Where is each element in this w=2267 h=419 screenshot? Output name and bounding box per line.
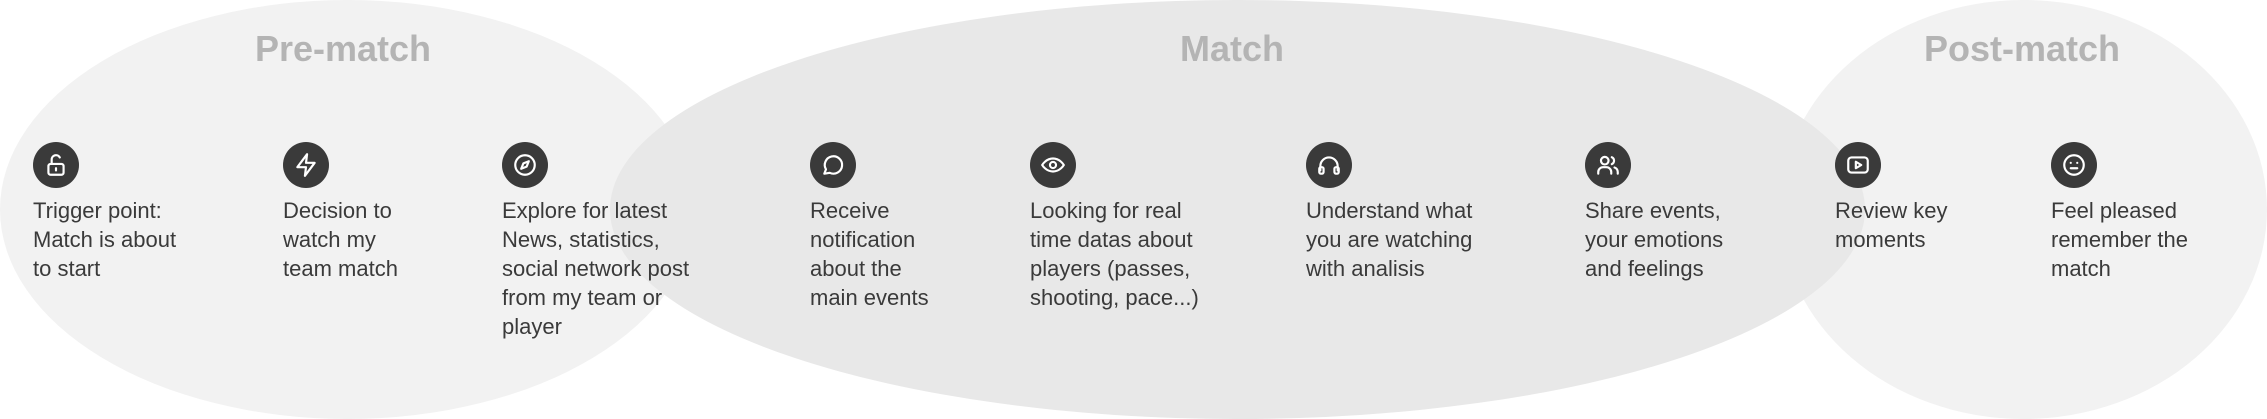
- step-label: Explore for latest News, statistics, soc…: [502, 198, 690, 339]
- chat-bubble-icon: [810, 142, 856, 188]
- pre-match-phase-area: [0, 0, 695, 419]
- journey-step-feel: Feel pleased remember the match: [2051, 142, 2267, 283]
- users-icon: [1585, 142, 1631, 188]
- step-label: Receive notification about the main even…: [810, 198, 929, 310]
- step-label: Understand what you are watching with an…: [1306, 198, 1473, 281]
- compass-icon: [502, 142, 548, 188]
- unlock-icon: [33, 142, 79, 188]
- step-label: Looking for real time datas about player…: [1030, 198, 1199, 310]
- neutral-face-icon: [2051, 142, 2097, 188]
- pre-match-title: Pre-match: [254, 28, 432, 69]
- eye-icon: [1030, 142, 1076, 188]
- journey-step-explore: Explore for latest News, statistics, soc…: [502, 142, 727, 341]
- match-phase-area: [610, 0, 1865, 419]
- step-label: Share events, your emotions and feelings: [1585, 198, 1724, 281]
- post-match-title: Post-match: [1923, 28, 2121, 69]
- match-title: Match: [1179, 28, 1285, 69]
- step-label: Decision to watch my team match: [283, 198, 398, 281]
- journey-step-analysis: Understand what you are watching with an…: [1306, 142, 1531, 283]
- journey-step-share: Share events, your emotions and feelings: [1585, 142, 1810, 283]
- journey-step-notification: Receive notification about the main even…: [810, 142, 1035, 312]
- lightning-icon: [283, 142, 329, 188]
- journey-step-trigger: Trigger point: Match is about to start: [33, 142, 258, 283]
- journey-step-decision: Decision to watch my team match: [283, 142, 508, 283]
- play-video-icon: [1835, 142, 1881, 188]
- journey-step-review: Review key moments: [1835, 142, 2060, 254]
- journey-step-realtime-data: Looking for real time datas about player…: [1030, 142, 1255, 312]
- step-label: Review key moments: [1835, 198, 1948, 252]
- step-label: Feel pleased remember the match: [2051, 198, 2188, 281]
- headphones-icon: [1306, 142, 1352, 188]
- step-label: Trigger point: Match is about to start: [33, 198, 177, 281]
